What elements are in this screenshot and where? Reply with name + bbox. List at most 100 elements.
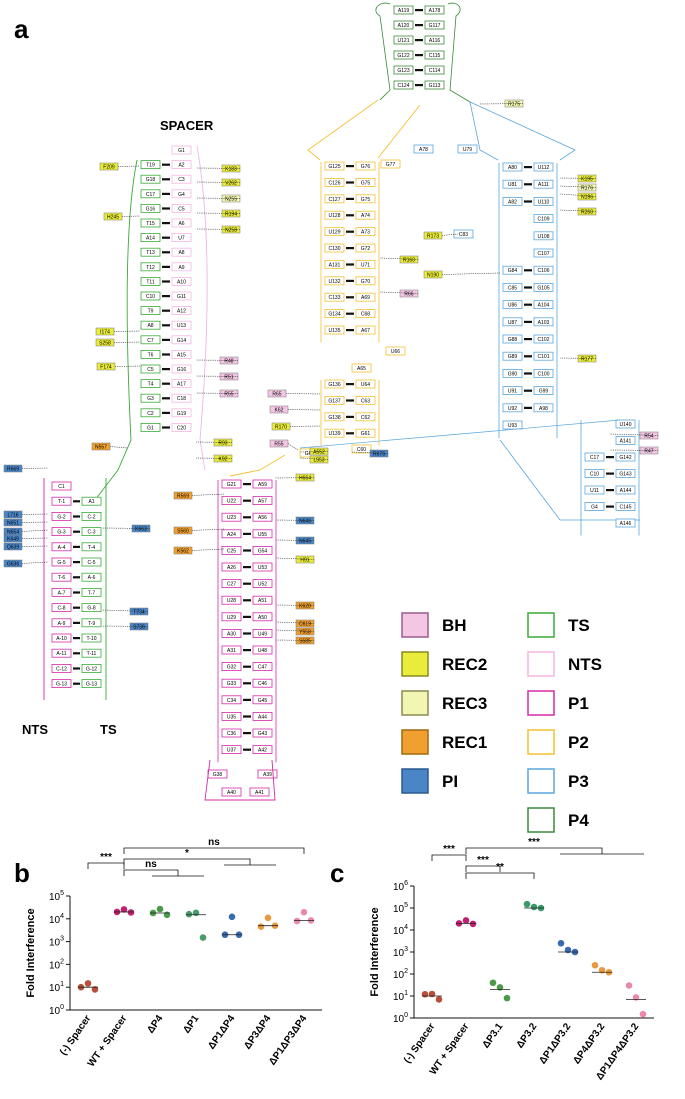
spacer-nts-16: A17: [177, 382, 186, 388]
p4-r-4-box: [615, 485, 636, 495]
p3-connector: [469, 101, 576, 161]
x-category-label: ΔP3ΔP4: [242, 1013, 274, 1051]
spacer-nts-4-box: [171, 203, 192, 213]
p3-bond-0: [524, 166, 532, 169]
p2-r-10: A67: [361, 328, 370, 334]
p1-l-1-box: [221, 496, 242, 506]
pam-ts-12-box: [81, 664, 102, 673]
significance-bracket: [123, 847, 305, 854]
legend-label-P2: P2: [568, 733, 589, 752]
spacer-bond-14: [162, 353, 170, 356]
pam-ts-7: T-7: [88, 590, 95, 596]
top-stem-l-4-box: [393, 65, 414, 75]
p2-l-4: U129: [329, 230, 341, 236]
spacer-ts-15-box: [140, 364, 161, 374]
spacer-ts-13: C7: [147, 338, 154, 344]
p1-l-16: U37: [227, 748, 236, 754]
x-category-label: (-) Spacer: [402, 1021, 438, 1065]
legend-label-P3: P3: [568, 772, 589, 791]
p2-bond-7: [346, 279, 354, 282]
top-stem-l-3-box: [393, 50, 414, 60]
panel-b-letter: b: [14, 858, 30, 888]
residue-L553-link: [299, 457, 329, 460]
p4-r-3-box: [615, 469, 636, 478]
p2-l-6: A131: [329, 262, 341, 268]
p2-lower-r-0-box: [355, 379, 376, 389]
p1-r-12: C46: [258, 681, 267, 687]
residue-T734: T734: [133, 610, 145, 616]
pam-ts-7-box: [81, 588, 102, 597]
p3-r-3: C109: [538, 217, 550, 223]
x-category-label: ΔP1ΔP4: [206, 1013, 238, 1051]
p2-r-1-box: [355, 177, 376, 187]
p3-r-2: U110: [538, 199, 550, 205]
data-point: [530, 903, 538, 911]
pam-bond-4: [73, 545, 80, 548]
p1-r-11-box: [252, 662, 273, 671]
residue-K663: K663: [135, 527, 147, 533]
p4-long-connector: [299, 419, 621, 449]
p1-r-10-box: [252, 645, 273, 655]
pam-nts-9: A-9: [58, 621, 66, 627]
spacer-ts-12-box: [140, 320, 161, 330]
top-stem-bond-1: [415, 24, 423, 27]
p2-r-10-box: [355, 325, 376, 335]
data-point: [639, 1010, 647, 1018]
p2-g77: G77: [386, 162, 396, 168]
residue-K92-link: [195, 457, 233, 459]
p1-bond-7: [243, 599, 251, 602]
residue-K562-link: [191, 548, 225, 551]
spacer-ts-1-box: [140, 160, 161, 170]
data-point: [503, 994, 511, 1002]
p4-r-0: U140: [620, 422, 632, 428]
p3-r-6: C106: [538, 268, 550, 274]
data-point: [156, 905, 164, 913]
y-tick-label: 104: [49, 913, 64, 926]
p1-bond-5: [243, 566, 251, 569]
pam-ts-13: G-13: [86, 682, 97, 688]
residue-R51-link: [195, 375, 239, 377]
data-point: [127, 909, 135, 916]
y-axis-title: Fold Interference: [25, 908, 37, 997]
pam-bond-9: [73, 621, 80, 624]
legend-label-REC3: REC3: [442, 694, 487, 713]
p2-a65: A65: [357, 366, 366, 372]
p1-loop-1: A39: [263, 772, 272, 778]
residue-R177-link: [559, 357, 597, 359]
pam-bond-1: [73, 500, 80, 503]
p1-r-13-box: [252, 695, 273, 705]
spacer-nts-6-box: [171, 233, 192, 243]
pam-bond-11: [73, 652, 80, 655]
p3-bond-9: [524, 320, 532, 323]
p3-l-0: A80: [508, 165, 517, 171]
residue-R194-link: [195, 212, 241, 214]
residue-N196-link: [559, 193, 597, 197]
p2-lower-r-2: C62: [361, 415, 370, 421]
p1-l-12: G33: [227, 681, 237, 687]
p3-l-6-box: [502, 265, 523, 275]
spacer-nts-17-box: [171, 393, 192, 403]
spacer-ts-4: G16: [146, 206, 156, 212]
significance-bracket: [123, 869, 179, 876]
p1-r-16: A42: [258, 748, 267, 754]
p2-lower-r-1-box: [355, 395, 376, 405]
residue-N557-link: [109, 446, 129, 449]
top-stem-l-3: G122: [397, 53, 409, 59]
residue-S560: S560: [177, 529, 189, 535]
p2-l-3: U128: [329, 213, 341, 219]
spacer-nts-19: C20: [177, 425, 186, 431]
p1-bond-16: [243, 748, 251, 751]
pam-ts-3: C-3: [87, 530, 95, 536]
p2-l-6-box: [324, 259, 345, 269]
residue-R176-link: [559, 185, 597, 188]
residue-N645-link: [275, 539, 315, 541]
p1-loop-0: G38: [213, 772, 223, 778]
pam-nts-9-box: [51, 618, 72, 628]
p2-c60-box: [351, 444, 372, 454]
residue-N651: N651: [7, 521, 19, 527]
residue-K183-link: [195, 167, 241, 169]
p4-bond-2: [606, 456, 614, 459]
residue-R47: R47: [644, 449, 653, 455]
spacer-ts-18-box: [140, 408, 161, 418]
residue-Q639: Q639: [7, 545, 19, 551]
